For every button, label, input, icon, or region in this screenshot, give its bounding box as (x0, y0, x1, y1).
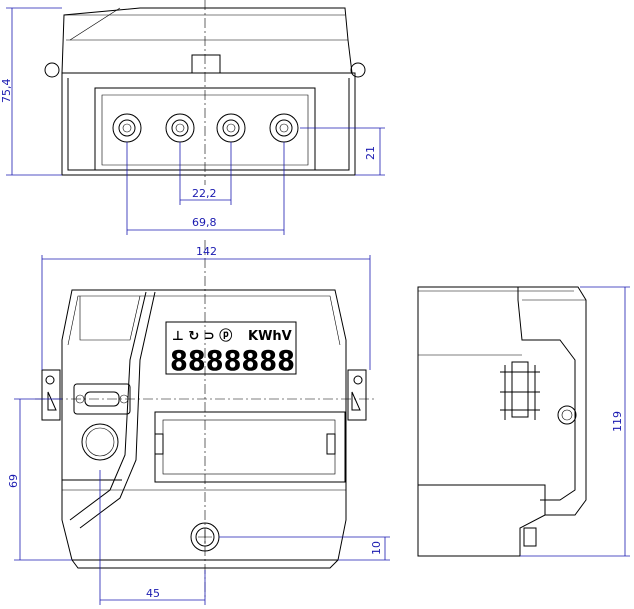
label-foot-height: 10 (370, 541, 383, 555)
dim-overall-width: 142 (41, 245, 371, 370)
dim-mount-height: 69 (7, 398, 72, 561)
label-height-front-top: 75,4 (0, 79, 13, 104)
label-connector-height: 21 (364, 146, 377, 160)
terminal-3 (216, 113, 246, 143)
dim-terminal-span: 69,8 (126, 142, 285, 235)
label-offset-left: 45 (146, 587, 160, 600)
label-overall-height: 119 (611, 411, 624, 432)
side-view (417, 286, 587, 557)
dim-offset-left: 45 (99, 470, 206, 605)
dim-height-front-top: 75,4 (0, 7, 62, 176)
dim-terminal-pitch: 22,2 (179, 142, 232, 205)
dim-foot-height: 10 (219, 536, 390, 561)
dim-overall-height: 119 (520, 286, 630, 557)
label-mount-height: 69 (7, 474, 20, 488)
label-terminal-pitch: 22,2 (192, 187, 217, 200)
terminal-1 (112, 113, 142, 143)
terminal-4 (269, 113, 299, 143)
dim-connector-height: 21 (300, 127, 385, 176)
front-view: KWhV ⊥ ↻ ⊃ ⓟ 8888888 (35, 240, 375, 600)
lcd-icons: ⊥ ↻ ⊃ ⓟ (172, 328, 232, 344)
lcd-unit-label: KWhV (248, 329, 292, 344)
lcd-digits: 8888888 (170, 344, 295, 377)
label-overall-width: 142 (196, 245, 217, 258)
terminal-2 (165, 113, 195, 143)
label-terminal-span: 69,8 (192, 216, 217, 229)
top-view (44, 0, 366, 185)
